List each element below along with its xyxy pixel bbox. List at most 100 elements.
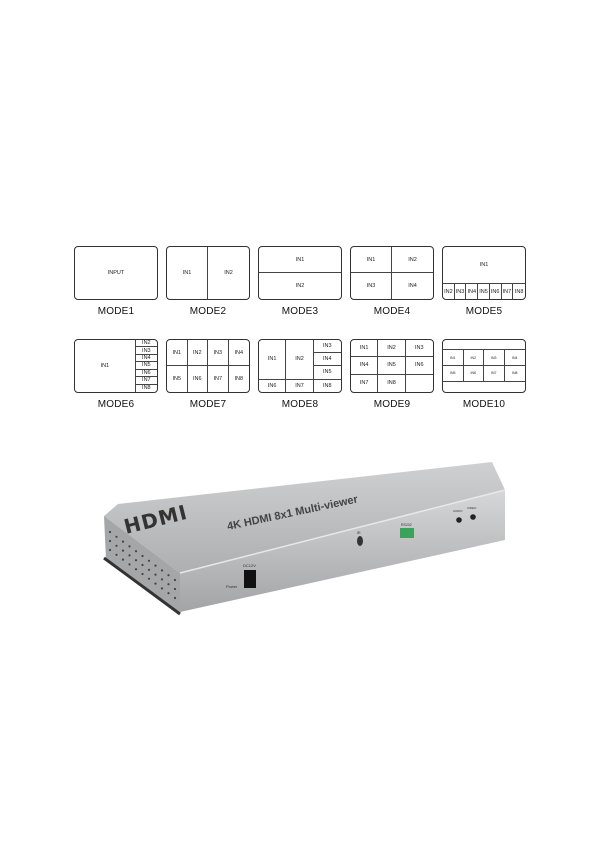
ir-port[interactable]	[357, 536, 363, 546]
vent-hole	[173, 596, 177, 600]
layout-cell: IN4	[228, 340, 249, 366]
layout-cell: IN5	[443, 366, 464, 382]
layout-cell: IN8	[504, 366, 525, 382]
layout-cell: IN1	[351, 247, 392, 273]
layout-cell: IN4	[504, 350, 525, 366]
power-port-label: DC12V	[243, 563, 256, 568]
vent-hole	[108, 539, 112, 543]
layout-cell: IN6	[135, 370, 157, 378]
layout-cell: IN7	[208, 366, 229, 392]
mode-layout-box: IN1 IN2	[166, 246, 250, 300]
vent-hole	[108, 530, 112, 534]
vent-hole	[134, 568, 138, 571]
layout-cell: IN6	[405, 357, 433, 375]
vent-hole	[147, 568, 151, 571]
layout-cell: IN3	[351, 273, 392, 299]
vent-hole	[141, 563, 144, 567]
vent-hole	[141, 554, 144, 558]
mode-label: MODE7	[189, 399, 227, 410]
layout-cell: IN7	[484, 366, 505, 382]
layout-cell: IN2	[224, 270, 233, 276]
vent-hole	[128, 554, 131, 557]
layout-cell: IN5	[313, 366, 341, 380]
rs232-label: RS232	[401, 523, 412, 527]
layout-cell: IN1	[351, 340, 379, 358]
mode-label: MODE6	[97, 399, 135, 410]
multiviewer-device: HDMI 4K HDMI 8x1 Multi-viewer DC12V Powe…	[103, 462, 506, 616]
vent-hole	[115, 544, 118, 547]
device-top-face	[104, 462, 505, 573]
layout-cell: IN4	[408, 283, 417, 289]
layout-cell: IN3	[455, 284, 467, 299]
vent-hole	[147, 577, 151, 580]
vent-hole	[160, 569, 164, 572]
layout-cell: IN2	[463, 350, 484, 366]
layout-cell: IN8	[142, 385, 151, 392]
layout-cell: IN6	[188, 366, 208, 392]
mode-label: MODE2	[189, 306, 227, 317]
layout-cell: IN1	[167, 340, 188, 366]
vent-hole	[141, 572, 144, 576]
layout-cell: IN4	[351, 357, 379, 375]
vent-hole	[167, 592, 170, 595]
layout-cell: IN8	[514, 288, 524, 295]
layout-cell: IN6	[463, 366, 484, 382]
layout-cell: IN5	[167, 366, 188, 392]
layout-cell: IN7	[351, 374, 379, 392]
layout-cell: IN1	[75, 340, 136, 392]
vent-hole	[128, 545, 131, 548]
rs232-terminal[interactable]	[400, 528, 414, 538]
layout-cell: IN2	[295, 283, 305, 289]
layout-cell: IN1	[443, 350, 464, 366]
layout-cell: IN2	[443, 284, 455, 299]
layout-cell: IN5	[478, 284, 490, 299]
vent-hole	[173, 578, 177, 582]
mode-label: MODE3	[281, 306, 319, 317]
vent-hole	[167, 574, 170, 577]
vent-hole	[154, 573, 157, 576]
vent-hole	[160, 587, 164, 590]
vent-hole	[108, 548, 112, 552]
layout-cell: INPUT	[107, 270, 125, 276]
layout-cell: IN7	[135, 377, 157, 385]
vent-holes	[108, 530, 177, 600]
vent-hole	[121, 540, 125, 543]
layout-cell: IN1	[167, 247, 208, 299]
video-port[interactable]	[470, 514, 476, 520]
vent-hole	[154, 564, 157, 567]
power-port[interactable]	[244, 570, 256, 588]
layout-cell: IN5	[135, 362, 157, 370]
ir-label: IR	[357, 531, 361, 535]
vent-hole	[115, 553, 118, 556]
layout-cell: IN4	[466, 284, 479, 299]
vent-hole	[134, 559, 138, 562]
power-label: Power	[226, 584, 238, 589]
vent-hole	[134, 550, 138, 553]
mode-label: MODE1	[97, 306, 135, 317]
layout-cell: IN7	[502, 284, 514, 299]
layout-cell	[443, 340, 525, 351]
layout-cell: IN1	[259, 247, 341, 273]
layout-cell: IN6	[259, 379, 287, 392]
mode-layout-box: INPUT	[74, 246, 158, 300]
vent-hole	[121, 558, 125, 561]
layout-cell: IN7	[286, 379, 314, 392]
layout-cell: IN8	[234, 376, 244, 382]
layout-cell: IN1	[443, 247, 525, 285]
layout-cell: IN3	[484, 350, 505, 366]
audio-port[interactable]	[456, 517, 462, 523]
layout-cell: IN3	[405, 340, 433, 358]
layout-cell: IN5	[378, 357, 406, 375]
vent-hole	[128, 563, 131, 566]
vent-hole	[160, 578, 164, 581]
vent-hole	[173, 587, 177, 591]
